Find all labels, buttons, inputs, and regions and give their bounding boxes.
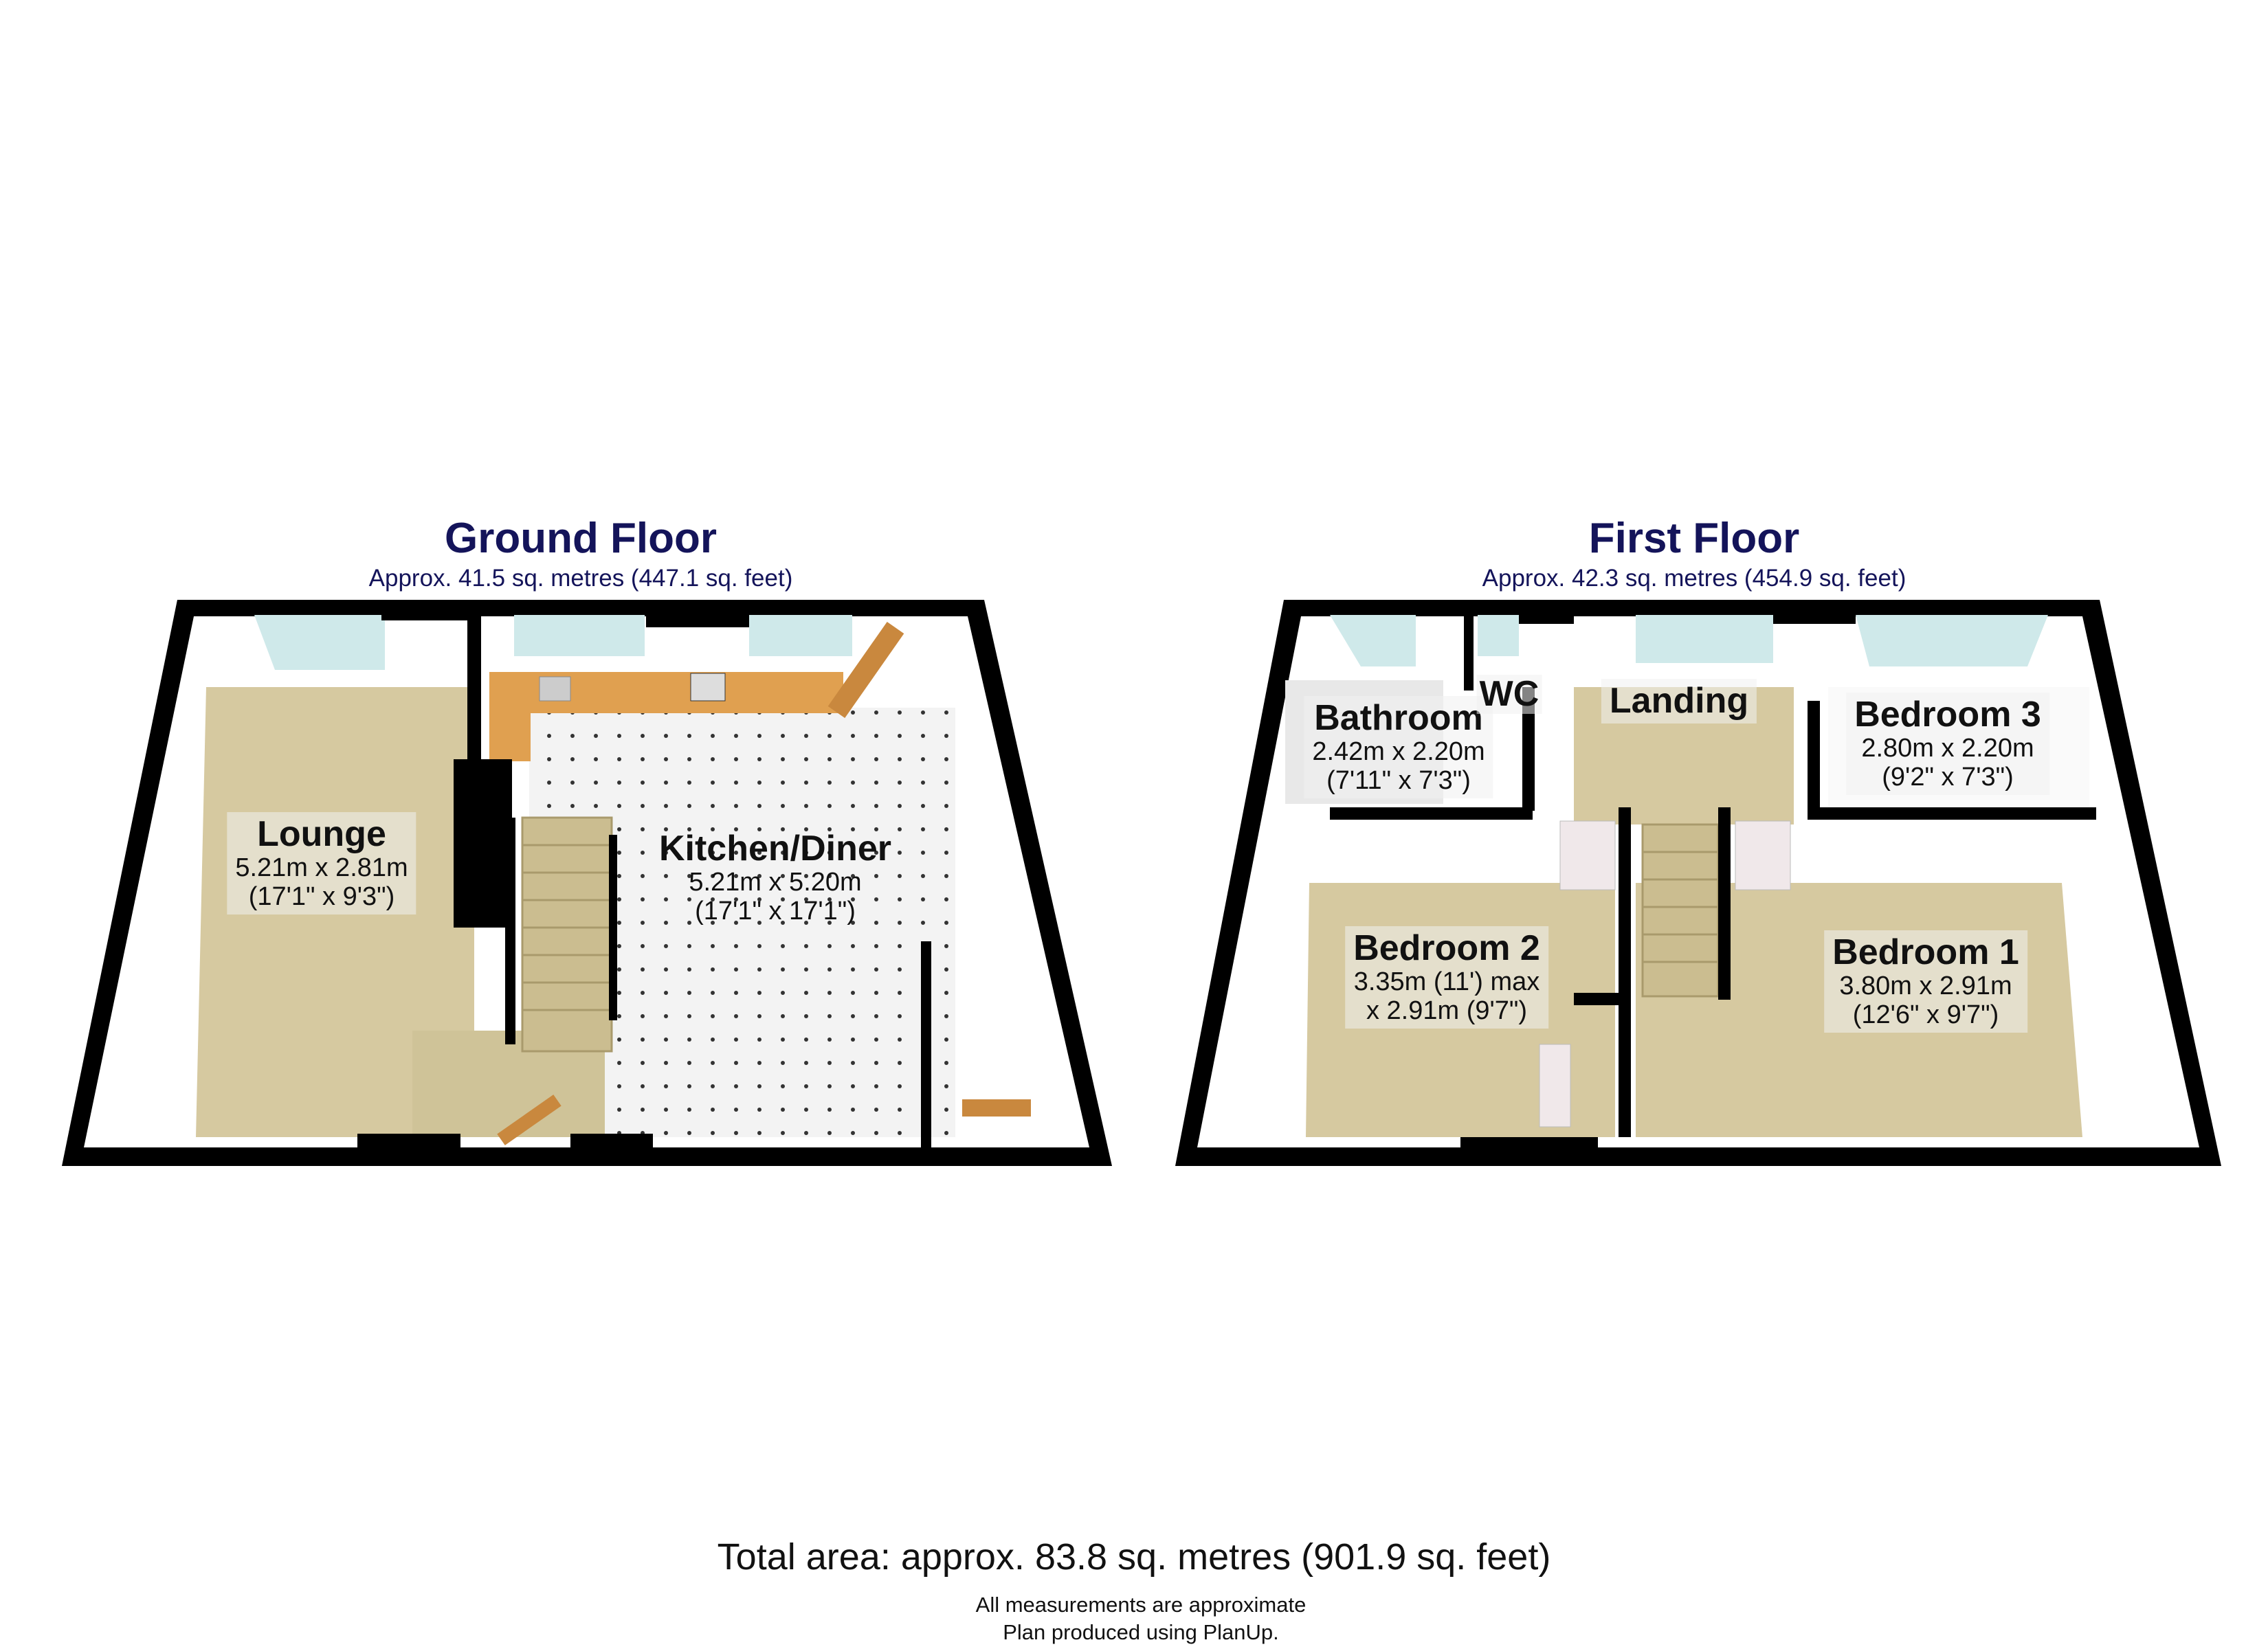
internal-wall xyxy=(921,941,931,1147)
room-name: Bedroom 1 xyxy=(1832,932,2019,972)
room-name: Landing xyxy=(1609,681,1749,721)
door xyxy=(1735,820,1791,890)
total-area: Total area: approx. 83.8 sq. metres (901… xyxy=(717,1536,1551,1578)
first-floor-area: Approx. 42.3 sq. metres (454.9 sq. feet) xyxy=(1482,565,1906,592)
window xyxy=(1478,615,1519,656)
door xyxy=(1559,820,1616,890)
room-dims-imperial: (17'1" x 9'3") xyxy=(248,882,395,911)
stairs xyxy=(1641,823,1720,998)
room-dims-imperial: (17'1" x 17'1") xyxy=(695,896,856,926)
room-dims-imperial: (7'11" x 7'3") xyxy=(1326,765,1471,795)
room-name: Bedroom 3 xyxy=(1854,695,2041,734)
ground-floor-plan xyxy=(62,600,1112,1166)
room-label-bathroom: Bathroom 2.42m x 2.20m (7'11" x 7'3") xyxy=(1304,696,1493,798)
room-name: WC xyxy=(1479,674,1539,714)
room-name: Bathroom xyxy=(1314,698,1483,738)
window xyxy=(514,615,645,656)
room-name: Kitchen/Diner xyxy=(658,829,892,868)
door xyxy=(962,1099,1031,1117)
ground-floor-area: Approx. 41.5 sq. metres (447.1 sq. feet) xyxy=(368,565,793,592)
room-dims-metric: 3.80m x 2.91m xyxy=(1839,972,2012,1001)
room-name: Bedroom 2 xyxy=(1353,928,1540,968)
window xyxy=(254,615,385,670)
window xyxy=(1856,615,2048,666)
room-label-lounge: Lounge 5.21m x 2.81m (17'1" x 9'3") xyxy=(227,812,416,915)
window xyxy=(1636,615,1773,663)
window xyxy=(749,615,852,656)
room-name: Lounge xyxy=(257,814,386,854)
first-floor-title: First Floor xyxy=(1588,515,1800,562)
room-label-bedroom-2: Bedroom 2 3.35m (11') max x 2.91m (9'7") xyxy=(1345,926,1548,1029)
door xyxy=(497,1095,562,1145)
room-label-landing: Landing xyxy=(1601,679,1757,724)
hob-icon xyxy=(690,673,726,702)
room-label-wc: WC xyxy=(1476,674,1542,715)
room-label-bedroom-3: Bedroom 3 2.80m x 2.20m (9'2" x 7'3") xyxy=(1846,693,2049,795)
sink-icon xyxy=(539,676,571,702)
producer-note: Plan produced using PlanUp. xyxy=(1003,1620,1279,1644)
room-dims-metric: 2.42m x 2.20m xyxy=(1312,737,1485,767)
door xyxy=(1539,1044,1571,1128)
room-dims-metric: 5.21m x 5.20m xyxy=(689,868,862,897)
stairs xyxy=(521,816,613,1053)
room-dims-imperial: x 2.91m (9'7") xyxy=(1366,996,1528,1025)
window xyxy=(1330,615,1416,666)
ground-floor-title: Ground Floor xyxy=(444,515,718,562)
room-label-kitchen-diner: Kitchen/Diner 5.21m x 5.20m (17'1" x 17'… xyxy=(651,827,900,929)
room-label-bedroom-1: Bedroom 1 3.80m x 2.91m (12'6" x 9'7") xyxy=(1824,930,2027,1033)
room-dims-metric: 3.35m (11') max xyxy=(1353,967,1540,997)
partition-wall xyxy=(454,759,512,928)
room-dims-metric: 2.80m x 2.20m xyxy=(1861,734,2034,763)
measurement-note: All measurements are approximate xyxy=(975,1593,1307,1617)
room-dims-metric: 5.21m x 2.81m xyxy=(235,853,408,883)
door xyxy=(827,621,904,719)
room-dims-imperial: (12'6" x 9'7") xyxy=(1852,1000,1999,1029)
room-dims-imperial: (9'2" x 7'3") xyxy=(1882,762,2014,792)
kitchen-worktop-side xyxy=(489,672,531,761)
